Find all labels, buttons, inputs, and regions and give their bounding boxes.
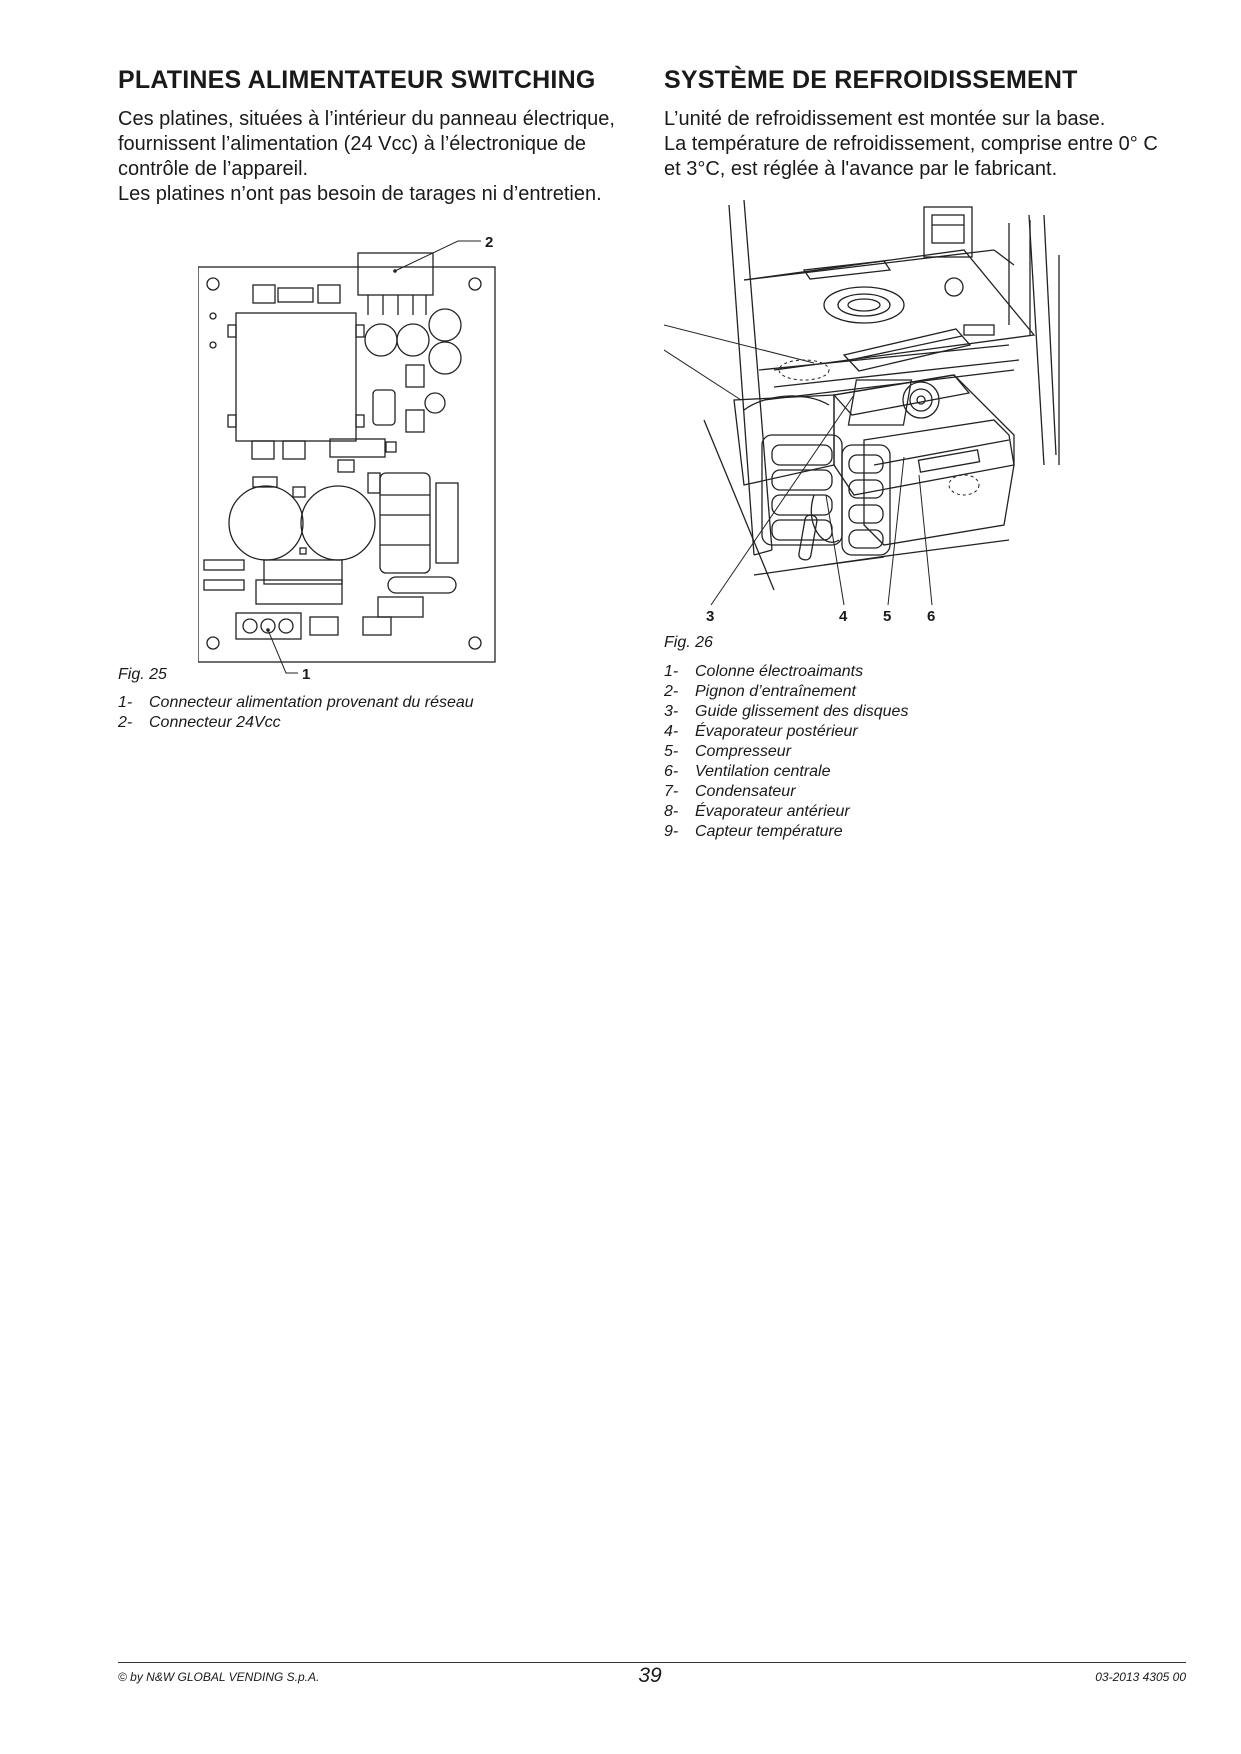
paragraph-line: et 3°C, est réglée à l'avance par le fab… bbox=[664, 158, 1058, 180]
footer-divider bbox=[118, 1662, 1186, 1663]
legend-item: 2-Pignon d’entraînement bbox=[664, 683, 856, 700]
legend-item: 6-Ventilation centrale bbox=[664, 763, 831, 780]
callout-3: 3 bbox=[706, 608, 714, 625]
paragraph-line: contrôle de l’appareil. bbox=[118, 158, 309, 180]
page-number: 39 bbox=[638, 1664, 662, 1687]
footer-copyright: © by N&W GLOBAL VENDING S.p.A. bbox=[118, 1670, 320, 1684]
paragraph-line: La température de refroidissement, compr… bbox=[664, 133, 1158, 155]
legend-item: 5-Compresseur bbox=[664, 743, 792, 760]
legend-item: 1-Connecteur alimentation provenant du r… bbox=[118, 694, 474, 711]
callout-2: 2 bbox=[485, 234, 493, 251]
legend-item: 9-Capteur température bbox=[664, 823, 843, 840]
power-boards-paragraph: Ces platines, situées à l’intérieur du p… bbox=[118, 107, 615, 207]
figure-legend: 1-Colonne électroaimants 2-Pignon d’entr… bbox=[664, 662, 908, 842]
power-board-illustration: 2 1 bbox=[198, 234, 496, 683]
callout-5: 5 bbox=[883, 608, 891, 625]
paragraph-line: L’unité de refroidissement est montée su… bbox=[664, 108, 1106, 130]
cooling-unit-illustration: 1 2 3 4 5 6 bbox=[664, 199, 1060, 625]
legend-item: 2-Connecteur 24Vcc bbox=[118, 714, 281, 731]
section-title-power-boards: PLATINES ALIMENTATEUR SWITCHING bbox=[118, 66, 596, 94]
callout-6: 6 bbox=[927, 608, 935, 625]
cooling-paragraph: L’unité de refroidissement est montée su… bbox=[664, 107, 1158, 182]
footer-doc-code: 03-2013 4305 00 bbox=[1095, 1670, 1186, 1684]
legend-item: 8-Évaporateur antérieur bbox=[664, 803, 850, 820]
figure-caption: Fig. 26 bbox=[664, 634, 713, 651]
figure-caption: Fig. 25 bbox=[118, 666, 167, 683]
paragraph-line: Les platines n’ont pas besoin de tarages… bbox=[118, 183, 602, 205]
legend-item: 4-Évaporateur postérieur bbox=[664, 723, 858, 740]
legend-item: 7-Condensateur bbox=[664, 783, 796, 800]
legend-item: 3-Guide glissement des disques bbox=[664, 703, 909, 720]
callout-4: 4 bbox=[839, 608, 848, 625]
paragraph-line: Ces platines, situées à l’intérieur du p… bbox=[118, 108, 615, 130]
legend-item: 1-Colonne électroaimants bbox=[664, 663, 864, 680]
callout-1: 1 bbox=[302, 666, 310, 683]
figure-legend: 1-Connecteur alimentation provenant du r… bbox=[118, 693, 474, 733]
section-title-cooling-system: SYSTÈME DE REFROIDISSEMENT bbox=[664, 66, 1078, 94]
paragraph-line: fournissent l’alimentation (24 Vcc) à l’… bbox=[118, 133, 587, 155]
